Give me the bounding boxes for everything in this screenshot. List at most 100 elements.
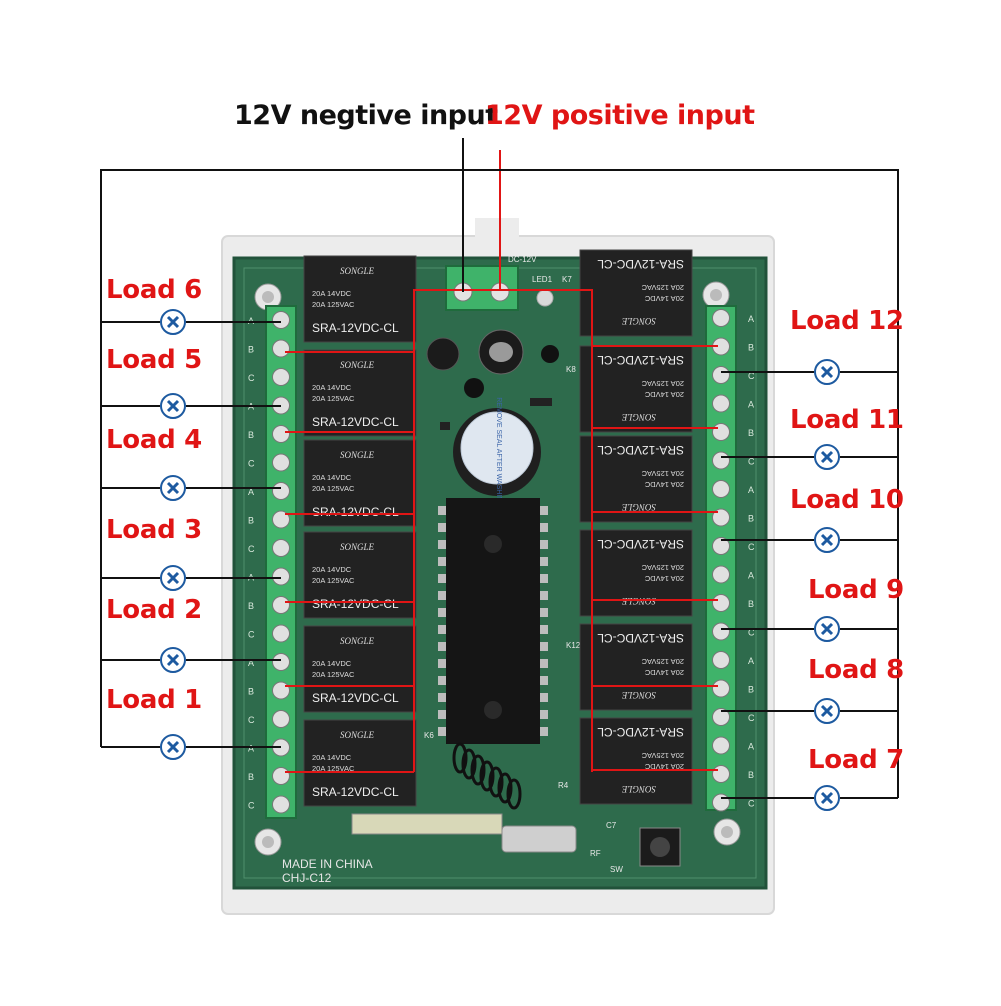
ic-pin-right-4 [540, 557, 548, 566]
load-connector-right-1 [814, 359, 840, 385]
ic-pin-right-14 [540, 727, 548, 736]
load-8-label: Load 8 [808, 655, 904, 685]
load-connector-right-4 [814, 616, 840, 642]
antenna-coil [452, 742, 522, 810]
relay-left-3-brand: SONGLE [340, 450, 375, 460]
capacitor-2-top [489, 342, 513, 362]
load-connector-left-2-x2 [166, 399, 180, 413]
relay-right-1-body [579, 249, 693, 337]
relay-left-4-model: SRA-12VDC-CL [312, 597, 399, 611]
relay-left-5-model: SRA-12VDC-CL [312, 691, 399, 705]
relay-left-4-body [303, 531, 417, 619]
terminal-screw-right-16 [712, 736, 730, 755]
terminal-letter-left: C [248, 630, 255, 640]
relay-right-6-rating-dc: 20A 14VDC [644, 762, 684, 771]
load-connector-right-5-x2 [820, 704, 834, 718]
dc-label: DC-12V [508, 255, 537, 264]
terminal-block-left [265, 305, 297, 819]
capacitor-1 [426, 337, 460, 371]
terminal-screw-right-18 [712, 793, 730, 812]
relay-right-5-model: SRA-12VDC-CL [597, 631, 684, 645]
ic-pin-right-3 [540, 540, 548, 549]
relay-right-3-brand: SONGLE [621, 502, 656, 512]
load-connector-right-6-x2 [820, 791, 834, 805]
terminal-screw-right-12 [712, 622, 730, 641]
relay-right-2-model: SRA-12VDC-CL [597, 353, 684, 367]
terminal-screw-left-3 [272, 368, 290, 386]
c7-label: C7 [606, 821, 617, 830]
terminal-letter-left: A [248, 487, 254, 497]
black-wire-negative-left [100, 138, 464, 747]
terminal-screw-left-2 [272, 339, 290, 358]
terminal-screw-right-7 [712, 480, 730, 498]
relay-left-5-rating-dc: 20A 14VDC [312, 659, 352, 668]
terminal-letter-left: B [248, 772, 254, 782]
terminal-screw-right-11 [712, 594, 730, 612]
sw-label: SW [610, 865, 623, 874]
ic-mark-1 [484, 535, 502, 553]
load-connector-left-6 [160, 734, 186, 760]
load-connector-right-6 [814, 785, 840, 811]
relay-left-1-brand: SONGLE [340, 266, 375, 276]
led-label: LED1 [532, 275, 553, 284]
terminal-screw-right-5 [712, 423, 730, 441]
terminal-screw-right-9 [712, 537, 730, 555]
terminal-screw-left-15 [272, 710, 290, 728]
ic-pin-left-11 [438, 676, 446, 685]
load-connector-right-2 [814, 444, 840, 470]
terminal-letter-left: C [248, 373, 255, 383]
relay-left-2-rating-dc: 20A 14VDC [312, 383, 352, 392]
negative-input-label: 12V negtive input [234, 100, 498, 131]
crystal [501, 825, 577, 853]
terminal-letter-right: C [748, 628, 755, 638]
ic-mark-2 [484, 701, 502, 719]
red-wire-left-bus [413, 289, 500, 772]
ic-pin-right-6 [540, 591, 548, 600]
relay-right-5-rating-ac: 20A 125VAC [641, 657, 684, 666]
terminal-screw-left-9 [272, 539, 290, 557]
black-wire-negative-right [463, 169, 899, 798]
ic-pin-left-7 [438, 608, 446, 617]
ic-pin-right-8 [540, 625, 548, 634]
push-button-cap[interactable] [650, 837, 670, 857]
relay-right-4-rating-dc: 20A 14VDC [644, 574, 684, 583]
terminal-letter-right: A [748, 400, 754, 410]
terminal-letter-right: B [748, 343, 754, 353]
relay-left-6-brand: SONGLE [340, 730, 375, 740]
screw-bottom-right [713, 818, 741, 846]
terminal-letter-left: A [248, 744, 254, 754]
terminal-letter-left: C [248, 459, 255, 469]
relay-right-1-model: SRA-12VDC-CL [597, 257, 684, 271]
load-connector-left-5-x2 [166, 653, 180, 667]
terminal-letter-right: B [748, 514, 754, 524]
terminal-screw-right-8 [712, 508, 730, 527]
terminal-letter-left: B [248, 516, 254, 526]
relay-right-5-rating-dc: 20A 14VDC [644, 668, 684, 677]
relay-right-6-body [579, 717, 693, 805]
ic-pin-right-7 [540, 608, 548, 617]
terminal-screw-right-1 [712, 309, 730, 327]
ic-pin-left-10 [438, 659, 446, 668]
terminal-letter-left: B [248, 687, 254, 697]
load-connector-left-6-x2 [166, 740, 180, 754]
relay-left-4-rating-ac: 20A 125VAC [312, 576, 355, 585]
terminal-screw-right-6 [712, 451, 730, 470]
terminal-screw-left-8 [272, 510, 290, 529]
ic-pin-right-9 [540, 642, 548, 651]
relay-right-6-rating-ac: 20A 125VAC [641, 751, 684, 760]
load-connector-left-1-x2 [166, 315, 180, 329]
terminal-letter-right: C [748, 799, 755, 809]
load-connector-left-4 [160, 565, 186, 591]
terminal-screw-right-15 [712, 708, 730, 726]
terminal-screw-right-17 [712, 765, 730, 783]
ic-pin-left-12 [438, 693, 446, 702]
